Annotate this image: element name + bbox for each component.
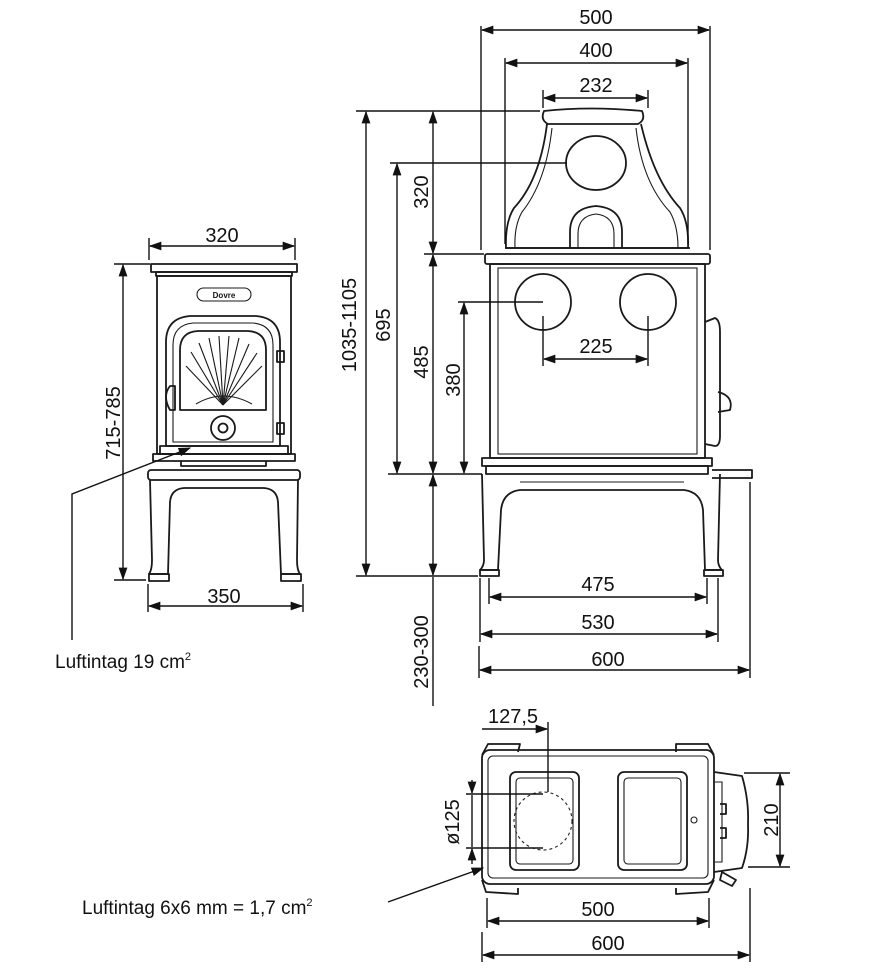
air-intake-front-label: Luftintag 19 cm2 [55, 651, 191, 673]
front-base-top [147, 469, 301, 481]
plan-plate-right [617, 771, 688, 871]
dim-plan-hole-diameter: ø125 [442, 799, 464, 845]
dim-side-hole-spacing: 225 [579, 336, 612, 358]
dim-plan-depth: 210 [761, 803, 783, 836]
hinge-upper [276, 350, 285, 363]
plan-view: 127,5 ø125 210 500 600 Luftintag 6x6 mm … [82, 706, 790, 962]
dim-side-total-height: 1035-1105 [339, 278, 361, 372]
fan-decoration [185, 335, 263, 406]
door-glass [179, 330, 267, 411]
front-foot-right [280, 573, 302, 582]
side-legs [479, 473, 723, 571]
plan-door [713, 771, 750, 873]
hinge-lower [276, 422, 285, 435]
front-legs [148, 479, 301, 575]
plan-top [481, 749, 715, 885]
dim-side-base-width: 530 [581, 612, 614, 634]
air-control-wheel [210, 415, 236, 441]
side-view: 500 400 232 225 1035-1105 695 320 485 38… [339, 7, 753, 706]
dim-plan-overall-width: 600 [591, 933, 624, 955]
ash-shelf [712, 469, 753, 479]
front-body [156, 275, 292, 455]
dim-front-height: 715-785 [103, 386, 125, 459]
side-body [489, 263, 706, 459]
front-top-plate [150, 263, 298, 273]
cap-arch [569, 205, 623, 248]
flue-collar [541, 107, 645, 125]
dim-side-leg-width: 475 [581, 574, 614, 596]
side-handle [717, 391, 732, 413]
dim-front-base-width: 350 [207, 586, 240, 608]
plan-plate-left [509, 771, 580, 871]
door-handle [165, 385, 176, 411]
side-door-edge [704, 317, 721, 447]
dim-front-width-top: 320 [205, 225, 238, 247]
front-foot-left [148, 573, 170, 582]
brand-text: Dovre [213, 291, 236, 300]
air-intake-plan-label: Luftintag 6x6 mm = 1,7 cm2 [82, 897, 313, 919]
front-view: Dovre 320 [55, 225, 304, 673]
side-top-plate [484, 253, 711, 265]
dim-side-cap-height: 320 [411, 175, 433, 208]
dim-side-outlet-height: 695 [373, 308, 395, 341]
dim-plan-inner-width: 500 [581, 899, 614, 921]
side-foot-left [479, 569, 500, 577]
dim-side-rear-height: 380 [443, 363, 465, 396]
door-frame [165, 315, 281, 447]
top-cap [505, 123, 689, 249]
dim-side-overall-width: 600 [591, 649, 624, 671]
air-intake-leader [71, 447, 192, 640]
dim-plan-hole-offset: 127,5 [488, 706, 538, 728]
dim-side-floor-clearance: 230-300 [411, 615, 433, 688]
brand-plate [196, 287, 252, 302]
dim-side-cap-top: 232 [579, 75, 612, 97]
dim-side-top-width: 500 [579, 7, 612, 29]
plan-corner-tl [481, 743, 521, 756]
dim-side-cap-outer: 400 [579, 40, 612, 62]
cap-hole-top [565, 135, 627, 191]
plan-flue-outlet [513, 791, 573, 851]
side-foot-right [703, 569, 724, 577]
dim-side-body-height: 485 [411, 345, 433, 378]
air-intake-plan-leader [387, 867, 485, 903]
